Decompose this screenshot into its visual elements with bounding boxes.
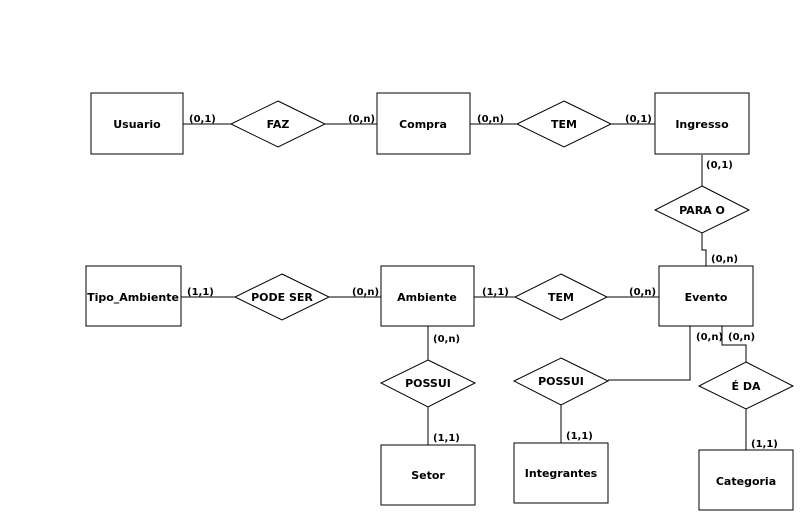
relationship-pode-ser-label: PODE SER	[251, 291, 313, 304]
entity-ingresso[interactable]: Ingresso	[654, 92, 750, 155]
relationship-faz[interactable]: FAZ	[229, 100, 327, 148]
card-evento-para: (0,n)	[711, 254, 738, 265]
entity-evento[interactable]: Evento	[658, 265, 754, 327]
relationship-tem-ambiente-evento[interactable]: TEM	[513, 273, 609, 321]
card-compra-faz: (0,n)	[348, 114, 375, 125]
relationship-possui-setor-label: POSSUI	[405, 377, 451, 390]
relationship-para-o[interactable]: PARA O	[653, 185, 751, 234]
entity-categoria-label: Categoria	[716, 475, 776, 488]
entity-setor-label: Setor	[411, 469, 445, 482]
relationship-para-o-label: PARA O	[679, 204, 725, 217]
entity-integrantes[interactable]: Integrantes	[513, 442, 609, 504]
card-categoria-eda: (1,1)	[751, 439, 778, 450]
entity-ambiente-label: Ambiente	[397, 291, 457, 304]
relationship-e-da[interactable]: É DA	[697, 361, 795, 410]
relationship-tem-ambiente-evento-label: TEM	[548, 291, 574, 304]
entity-tipo-ambiente[interactable]: Tipo_Ambiente	[85, 265, 182, 327]
card-evento-tem: (0,n)	[629, 287, 656, 298]
entity-categoria[interactable]: Categoria	[698, 449, 794, 511]
card-ambiente-possui: (0,n)	[433, 334, 460, 345]
relationship-tem-compra-ingresso[interactable]: TEM	[515, 100, 613, 148]
edge-evento-eda	[721, 326, 747, 362]
edge-parao-evento	[701, 233, 707, 266]
entity-tipo-ambiente-label: Tipo_Ambiente	[87, 291, 179, 304]
card-ambiente-pode: (0,n)	[352, 287, 379, 298]
card-ingresso-tem: (0,1)	[625, 114, 652, 125]
card-usuario-faz: (0,1)	[189, 114, 216, 125]
card-evento-possui: (0,n)	[696, 332, 723, 343]
card-compra-tem: (0,n)	[477, 114, 504, 125]
card-ambiente-tem: (1,1)	[482, 287, 509, 298]
card-tipo-pode: (1,1)	[187, 287, 214, 298]
relationship-e-da-label: É DA	[732, 380, 761, 393]
entity-usuario-label: Usuario	[113, 118, 161, 131]
edge-evento-possui	[608, 326, 691, 381]
relationship-possui-integrantes[interactable]: POSSUI	[512, 357, 610, 406]
relationship-possui-integrantes-label: POSSUI	[538, 375, 584, 388]
card-evento-eda: (0,n)	[728, 332, 755, 343]
connectors	[181, 123, 747, 450]
entity-evento-label: Evento	[685, 291, 728, 304]
entity-compra[interactable]: Compra	[376, 92, 471, 155]
cardinalities: (0,1) (0,n) (0,n) (0,1) (0,1) (0,n) (1,1…	[187, 114, 778, 450]
entity-usuario[interactable]: Usuario	[90, 92, 184, 155]
relationship-faz-label: FAZ	[267, 118, 290, 131]
entity-setor[interactable]: Setor	[380, 444, 476, 506]
relationship-tem-compra-ingresso-label: TEM	[551, 118, 577, 131]
relationship-pode-ser[interactable]: PODE SER	[233, 273, 331, 321]
entity-compra-label: Compra	[399, 118, 447, 131]
card-setor-possui: (1,1)	[433, 433, 460, 444]
entity-ingresso-label: Ingresso	[675, 118, 729, 131]
entity-ambiente[interactable]: Ambiente	[380, 265, 475, 327]
entity-integrantes-label: Integrantes	[525, 467, 598, 480]
relationship-possui-setor[interactable]: POSSUI	[379, 359, 477, 408]
card-ingresso-para: (0,1)	[706, 160, 733, 171]
card-integrantes-possui: (1,1)	[566, 431, 593, 442]
